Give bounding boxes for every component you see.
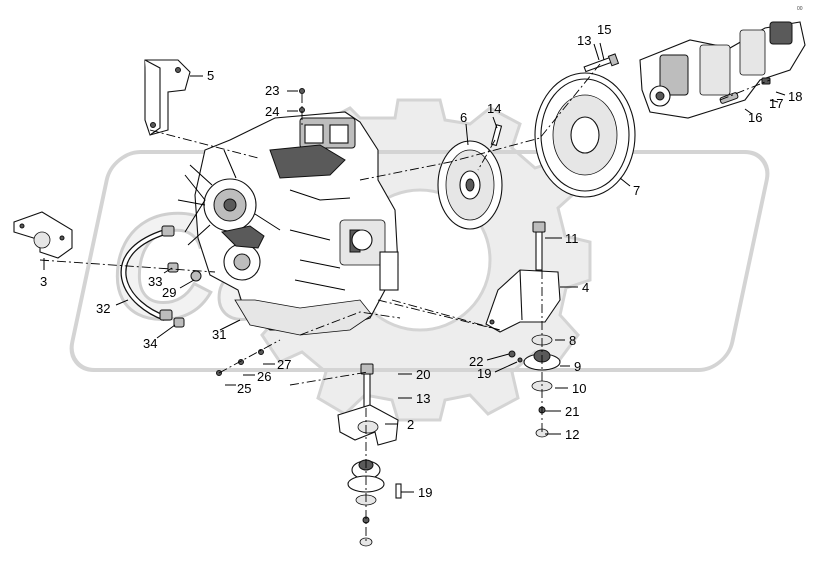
bolt-11: [532, 221, 546, 271]
callout-29: 29: [162, 285, 176, 300]
fitting-29: [190, 270, 202, 282]
callout-19-right: 19: [477, 366, 491, 381]
callout-13-lower: 13: [416, 391, 430, 406]
callout-4: 4: [582, 280, 589, 295]
callout-11: 11: [565, 231, 579, 246]
callout-15: 15: [597, 22, 611, 37]
callout-19-lower: 19: [418, 485, 432, 500]
bolt-14: [490, 124, 503, 147]
callout-31: 31: [212, 327, 226, 342]
callout-2: 2: [407, 417, 414, 432]
callout-5: 5: [207, 68, 214, 83]
coupling-6: [437, 140, 503, 230]
bolt-20: [360, 363, 374, 409]
washer-23: [299, 88, 305, 94]
callout-17: 17: [769, 96, 783, 111]
callout-25: 25: [237, 381, 251, 396]
bolt-15: [583, 53, 620, 73]
centerlines: [39, 63, 771, 542]
callout-20: 20: [416, 367, 430, 382]
leader-lines: [43, 42, 786, 493]
callout-27: 27: [277, 357, 291, 372]
flywheel-7: [534, 72, 636, 198]
callout-10: 10: [572, 381, 586, 396]
bracket-3: [13, 211, 73, 259]
callout-7: 7: [633, 183, 640, 198]
corner-code: 00: [797, 6, 803, 12]
callout-14: 14: [487, 101, 501, 116]
callout-6: 6: [460, 110, 467, 125]
callout-16: 16: [748, 110, 762, 125]
callout-33: 33: [148, 274, 162, 289]
callout-3: 3: [40, 274, 47, 289]
callout-12: 12: [565, 427, 579, 442]
fitting-33: [167, 262, 179, 273]
callout-26: 26: [257, 369, 271, 384]
hydraulic-pump-assembly: [639, 21, 806, 119]
callout-22: 22: [469, 354, 483, 369]
callout-32: 32: [96, 301, 110, 316]
bracket-5: [144, 59, 191, 136]
fitting-34: [173, 317, 185, 328]
bolt-19-lower: [395, 483, 402, 499]
callout-23: 23: [265, 83, 279, 98]
callout-8: 8: [569, 333, 576, 348]
callout-24: 24: [265, 104, 279, 119]
engine-assembly: [177, 111, 399, 336]
hose-32: [120, 225, 175, 321]
callout-9: 9: [574, 359, 581, 374]
bracket-4: [485, 269, 561, 333]
callout-labels: 5 23 24 14 6 13 15 7 17 18 16 3 11 33 29…: [40, 22, 802, 500]
callout-34: 34: [143, 336, 157, 351]
bracket-2: [337, 404, 399, 446]
callout-18: 18: [788, 89, 802, 104]
callout-21: 21: [565, 404, 579, 419]
callout-13-top: 13: [577, 33, 591, 48]
